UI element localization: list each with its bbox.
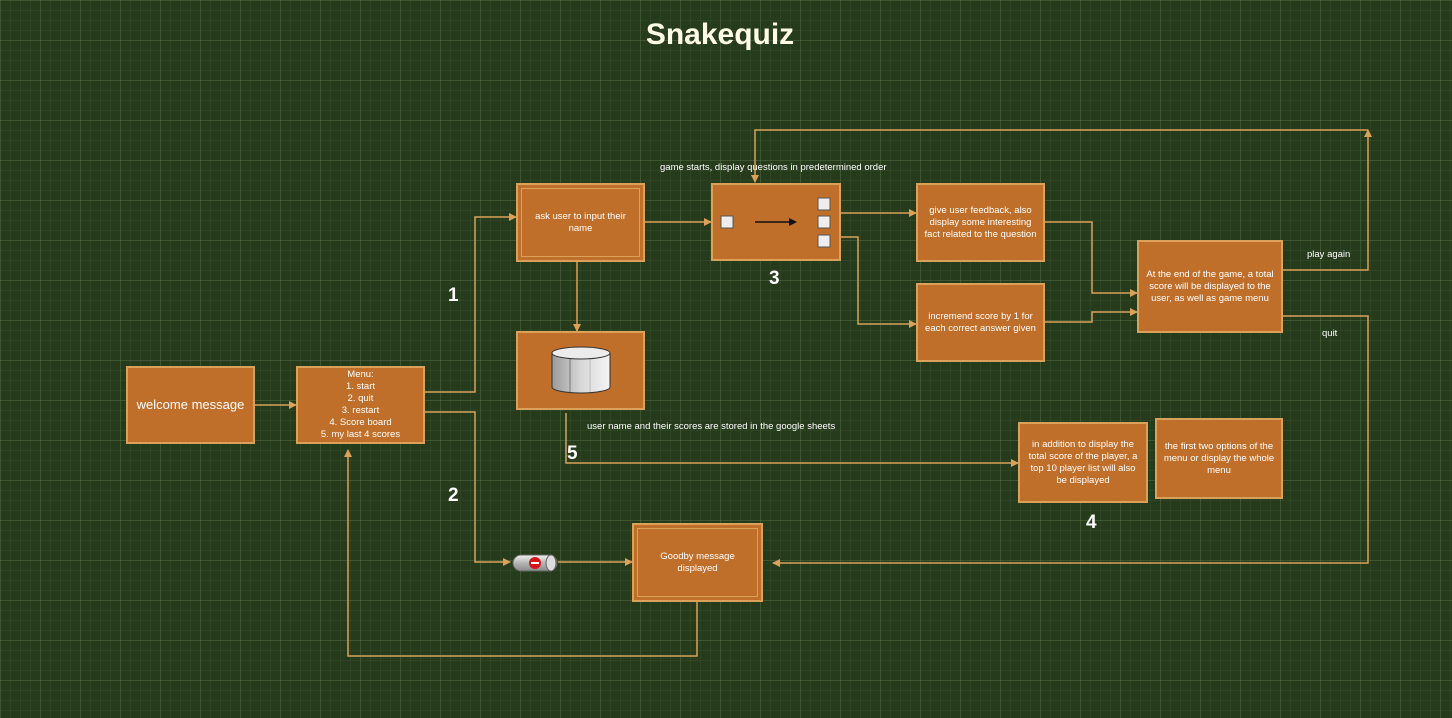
step-number-2: 2 — [448, 485, 459, 506]
step-number-1: 1 — [448, 285, 459, 306]
menu-item-score-board: 4. Score board — [329, 417, 392, 428]
welcome-message-text: welcome message — [136, 397, 245, 412]
edge-game-increment — [841, 236, 917, 328]
end-game-text: At the end of the game, a total score wi… — [1146, 268, 1274, 304]
menu-options-box: the first two options of the menu or dis… — [1155, 418, 1283, 499]
edge-feedback-end — [1045, 221, 1138, 297]
step-number-4: 4 — [1086, 512, 1097, 533]
edge-play-again — [1283, 129, 1372, 271]
question-flow-icon — [720, 197, 831, 248]
goodbye-text: Goodby message displayed — [660, 550, 735, 574]
increment-text: incremend score by 1 for each correct an… — [925, 310, 1036, 334]
top10-text: in addition to display the total score o… — [1028, 438, 1138, 486]
menu-title: Menu: — [347, 369, 374, 380]
menu-item-start: 1. start — [345, 381, 376, 392]
ask-name-text: ask user to input their name — [535, 210, 626, 234]
edge-db-top10 — [565, 413, 1019, 467]
step-number-3: 3 — [769, 268, 780, 289]
feedback-box: give user feedback, also display some in… — [916, 183, 1045, 262]
edge-quit-goodbye — [772, 315, 1369, 567]
database-icon — [551, 346, 610, 393]
ask-name-box: ask user to input their name — [516, 183, 645, 262]
feedback-text: give user feedback, also display some in… — [924, 204, 1037, 240]
game-box — [711, 183, 841, 261]
edge-increment-end — [1045, 308, 1138, 323]
menu-item-quit: 2. quit — [347, 393, 374, 404]
menu-item-restart: 3. restart — [341, 405, 380, 416]
top10-box: in addition to display the total score o… — [1018, 422, 1148, 503]
increment-box: incremend score by 1 for each correct an… — [916, 283, 1045, 362]
welcome-message-box: welcome message — [126, 366, 255, 444]
diagram-title: Snakequiz — [645, 18, 795, 51]
edge-menu-quit — [425, 411, 511, 566]
menu-box: Menu: 1. start 2. quit 3. restart 4. Sco… — [296, 366, 425, 444]
label-quit: quit — [1322, 328, 1338, 339]
end-game-box: At the end of the game, a total score wi… — [1137, 240, 1283, 333]
menu-item-last-scores: 5. my last 4 scores — [320, 429, 401, 440]
menu-options-text: the first two options of the menu or dis… — [1163, 440, 1275, 476]
edge-menu-ask — [425, 213, 517, 393]
label-stored: user name and their scores are stored in… — [587, 421, 836, 432]
edge-loop-game — [751, 129, 1368, 183]
database-box — [516, 331, 645, 410]
edge-goodbye-menu — [344, 449, 698, 657]
label-game-starts: game starts, display questions in predet… — [660, 162, 887, 173]
stop-pipe-icon — [512, 554, 558, 572]
goodbye-box: Goodby message displayed — [632, 523, 763, 602]
step-number-5: 5 — [567, 443, 578, 464]
label-play-again: play again — [1307, 249, 1351, 260]
menu-list: Menu: 1. start 2. quit 3. restart 4. Sco… — [321, 369, 400, 441]
